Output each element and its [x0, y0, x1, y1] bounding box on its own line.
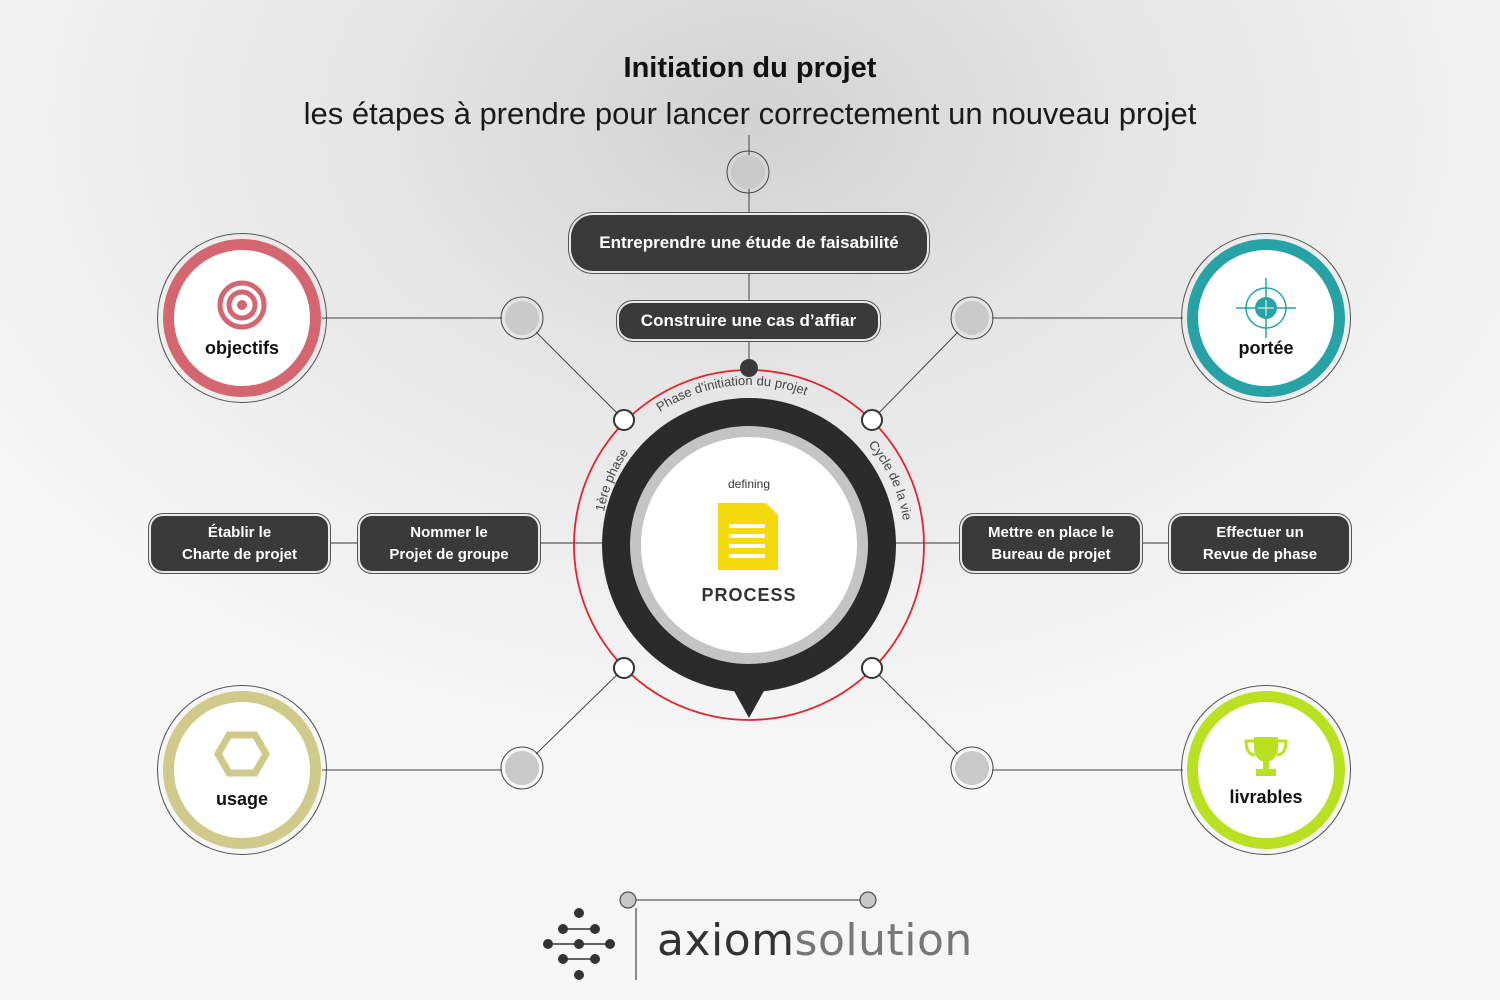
document-icon — [718, 503, 778, 570]
theme-usage[interactable]: usage — [157, 685, 327, 855]
step-phase-review[interactable]: Effectuer un Revue de phase — [1171, 516, 1349, 571]
step-label-line2: Charte de projet — [181, 545, 298, 563]
theme-livrables[interactable]: livrables — [1181, 685, 1351, 855]
theme-objectifs[interactable]: objectifs — [157, 233, 327, 403]
step-project-charter[interactable]: Établir le Charte de projet — [151, 516, 328, 571]
logo-light: solution — [794, 915, 973, 966]
step-label-line1: Nommer le — [410, 523, 488, 541]
page-title: Initiation du projet — [623, 52, 877, 84]
theme-label: livrables — [1229, 786, 1303, 807]
step-label-line2: Bureau de projet — [991, 545, 1111, 563]
logo-bold: axiom — [657, 915, 795, 966]
connector-node — [726, 150, 770, 194]
step-business-case[interactable]: Construire une cas d’affiar — [619, 303, 878, 339]
trophy-icon — [1244, 736, 1288, 776]
step-project-office[interactable]: Mettre en place le Bureau de projet — [962, 516, 1140, 571]
step-label-line1: Établir le — [207, 523, 272, 541]
step-feasibility-study[interactable]: Entreprendre une étude de faisabilité — [571, 215, 927, 271]
target-icon — [217, 280, 267, 329]
center-main-label: PROCESS — [701, 585, 797, 605]
hexagon-icon — [214, 731, 270, 776]
page-subtitle: les étapes à prendre pour lancer correct… — [303, 96, 1197, 131]
step-label-line2: Revue de phase — [1202, 545, 1318, 563]
logo-mark — [543, 891, 877, 980]
theme-label: portée — [1238, 337, 1294, 358]
step-project-group[interactable]: Nommer le Projet de groupe — [360, 516, 538, 571]
step-label-line1: Mettre en place le — [988, 523, 1114, 541]
step-label-line1: Effectuer un — [1216, 523, 1304, 541]
crosshair-icon — [1236, 277, 1296, 338]
step-label-line2: Projet de groupe — [389, 545, 509, 563]
logo-wordmark: axiomsolution — [657, 915, 973, 966]
step-label: Construire une cas d’affiar — [640, 311, 857, 330]
theme-label: usage — [215, 788, 269, 809]
step-label: Entreprendre une étude de faisabilité — [599, 233, 899, 252]
theme-portee[interactable]: portée — [1181, 233, 1351, 403]
theme-label: objectifs — [204, 337, 279, 358]
center-top-label: defining — [727, 477, 771, 491]
